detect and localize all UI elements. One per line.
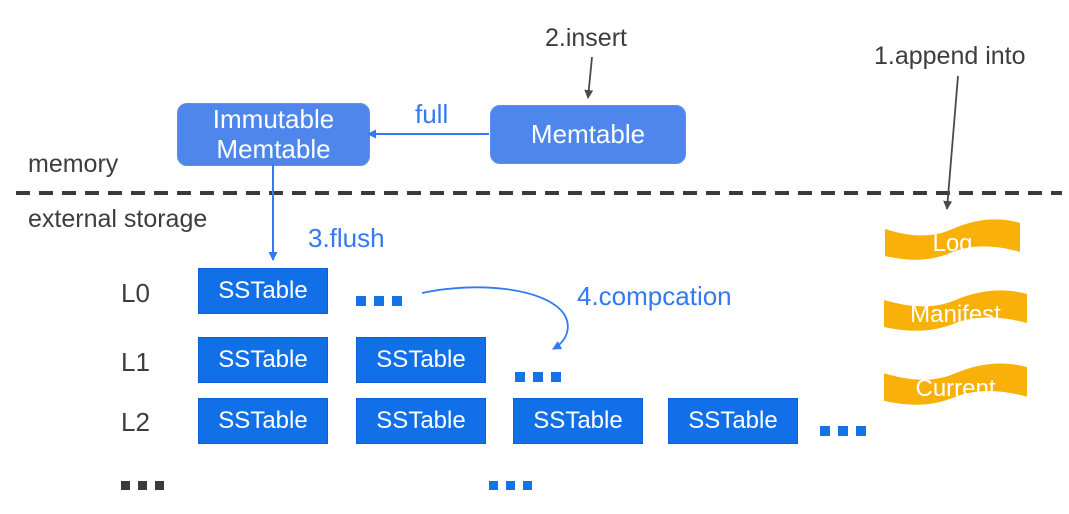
- wave-shape: [884, 290, 1027, 331]
- compaction-step-label: 4.compcation: [577, 281, 732, 311]
- manifest-file-label: Manifest: [910, 301, 1001, 328]
- dot: [551, 372, 561, 382]
- sstable-box-l1-1: SSTable: [198, 337, 328, 383]
- dot: [121, 481, 130, 490]
- log-file-flag: Log: [884, 216, 1021, 264]
- dot: [489, 481, 498, 490]
- ellipsis-bottom-blue: [489, 481, 532, 490]
- insert-arrow: [584, 56, 594, 99]
- manifest-file-flag: Manifest: [883, 287, 1028, 335]
- dot: [374, 296, 384, 306]
- memtable-label: Memtable: [530, 118, 646, 149]
- sstable-box-l2-1: SSTable: [198, 398, 328, 444]
- ellipsis-more-levels: [121, 481, 164, 490]
- sstable-box-l1-2: SSTable: [356, 337, 486, 383]
- memory-tier-label: memory: [28, 150, 119, 178]
- current-file-label: Current: [915, 374, 996, 402]
- dot: [820, 426, 830, 436]
- immutable-memtable-label-line2: Memtable: [216, 133, 331, 164]
- dot: [356, 296, 366, 306]
- wave-shape: [884, 219, 1021, 260]
- external-storage-tier-label: external storage: [28, 205, 208, 233]
- dot: [155, 481, 164, 490]
- insert-step-label: 2.insert: [545, 24, 627, 52]
- append-into-step-label: 1.append into: [874, 42, 1026, 70]
- sstable-box-l2-2: SSTable: [356, 398, 486, 444]
- immutable-memtable-label-line1: Immutable: [212, 104, 335, 135]
- current-file-flag: Current: [883, 360, 1028, 409]
- flush-step-label: 3.flush: [308, 223, 385, 253]
- log-file-label: Log: [932, 230, 973, 257]
- dot: [515, 372, 525, 382]
- dot: [838, 426, 848, 436]
- dot: [523, 481, 532, 490]
- immutable-memtable-box: Immutable Memtable: [177, 103, 370, 166]
- level-label-l1: L1: [121, 347, 150, 377]
- dot: [392, 296, 402, 306]
- level-label-l2: L2: [121, 407, 150, 437]
- memtable-box: Memtable: [490, 105, 686, 164]
- sstable-box-l0-1: SSTable: [198, 268, 328, 314]
- ellipsis-l1: [515, 372, 561, 382]
- sstable-box-l2-3: SSTable: [513, 398, 643, 444]
- ellipsis-l0: [356, 296, 402, 306]
- append-into-arrow: [943, 75, 959, 210]
- sstable-box-l2-4: SSTable: [668, 398, 798, 444]
- dot: [506, 481, 515, 490]
- level-label-l0: L0: [121, 278, 150, 308]
- wave-shape: [884, 363, 1027, 405]
- dot: [533, 372, 543, 382]
- dot: [856, 426, 866, 436]
- dot: [138, 481, 147, 490]
- ellipsis-l2: [820, 426, 866, 436]
- full-label: full: [415, 99, 449, 129]
